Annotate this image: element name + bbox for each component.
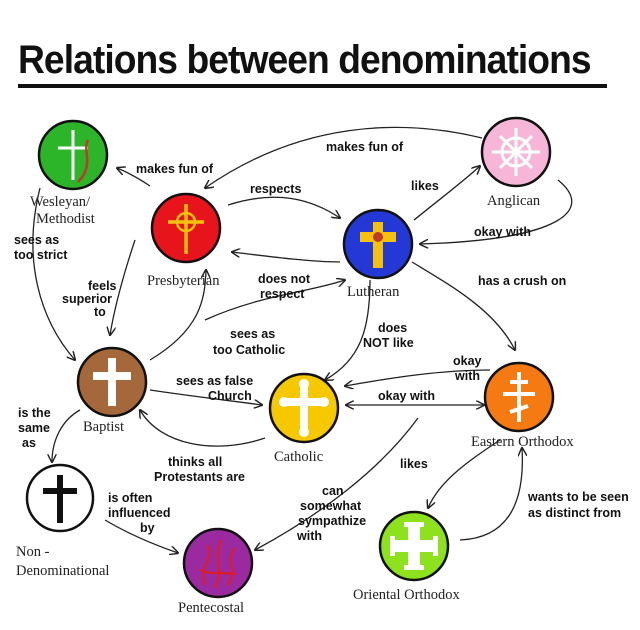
relation-presbyterian-to-lutheran: respects (250, 182, 301, 196)
methodist-label-line-1: Wesleyan/ (30, 194, 91, 210)
relation-baptist-to-non-line-3: as (22, 436, 36, 450)
tongues-of-fire-icon (199, 539, 237, 589)
flame-cross-icon (58, 130, 90, 183)
methodist-label-line-2: Methodist (36, 211, 95, 227)
plain-cross-icon (43, 475, 77, 523)
relation-baptist-to-non-line-2: same (18, 421, 50, 435)
relation-eastern-to-oriental: likes (400, 457, 428, 471)
eastern-orthodox-label: Eastern Orthodox (471, 434, 574, 450)
non-denominational-label-line-2: Denominational (16, 563, 109, 579)
relation-catholic-to-pentecostal-line-2: somewhat (300, 499, 362, 513)
node-names: Wesleyan/ Methodist Presbyterian Luthera… (16, 193, 574, 616)
arrow-baptist-to-lutheran (204, 280, 345, 321)
plain-cross-icon (93, 358, 131, 406)
relation-presbyterian-to-baptist-line-3: to (94, 305, 106, 319)
node-anglican (480, 116, 552, 188)
celtic-cross-icon (168, 204, 204, 254)
relation-catholic-to-baptist-line-1: thinks all (168, 455, 222, 469)
relation-non-to-pentecostal-line-3: by (140, 521, 155, 535)
arrow-lutheran-to-catholic (325, 279, 371, 380)
relation-catholic-to-baptist-line-2: Protestants are (154, 470, 245, 484)
arrow-baptist-to-presbyterian (149, 270, 206, 361)
budded-cross-icon (279, 379, 329, 437)
catholic-label: Catholic (274, 449, 323, 465)
node-non-denominational (25, 463, 95, 533)
relation-methodist-sees-line-1: sees as (14, 233, 59, 247)
node-eastern-orthodox (483, 361, 555, 433)
arrow-presbyterian-to-lutheran (227, 196, 340, 218)
presbyterian-label: Presbyterian (147, 273, 220, 289)
node-methodist (37, 119, 109, 191)
relation-lutheran-to-eastern: has a crush on (478, 274, 566, 288)
relation-catholic-to-pentecostal-line-3: sympathize (298, 514, 366, 528)
relation-lutheran-to-presbyterian-line-1: does not (258, 272, 311, 286)
luther-rose-cross-icon (360, 222, 396, 268)
title-underline (18, 84, 607, 88)
relation-catholic-to-eastern: okay with (378, 389, 435, 403)
arrow-baptist-to-catholic (149, 389, 262, 405)
arrow-anglican-to-lutheran (420, 179, 573, 244)
node-lutheran (342, 208, 414, 280)
arrow-non-to-pentecostal (104, 519, 178, 553)
relation-baptist-to-catholic-line-1: sees as false (176, 374, 253, 388)
arrow-oriental-to-eastern (459, 448, 522, 541)
relation-catholic-to-pentecostal-line-4: with (296, 529, 322, 543)
oriental-orthodox-label: Oriental Orthodox (353, 587, 460, 603)
relation-oriental-to-eastern-line-2: as distinct from (528, 506, 621, 520)
node-catholic (268, 372, 340, 444)
arrow-lutheran-to-anglican (413, 166, 480, 221)
relation-presbyterian-to-baptist-line-2: superior (62, 292, 112, 306)
relation-catholic-to-pentecostal-line-1: can (322, 484, 344, 498)
relation-baptist-to-lutheran-line-2: too Catholic (213, 343, 285, 357)
relation-baptist-to-catholic-line-2: Church (208, 389, 252, 403)
relation-eastern-to-catholic-line-2: with (454, 369, 480, 383)
node-oriental-orthodox (378, 510, 450, 582)
relation-non-to-pentecostal-line-1: is often (108, 491, 152, 505)
node-pentecostal (182, 527, 254, 599)
relation-lutheran-to-catholic-line-1: does (378, 321, 407, 335)
arrow-catholic-to-pentecostal (255, 417, 419, 550)
relation-lutheran-to-presbyterian-line-2: respect (260, 287, 305, 301)
page-title: Relations between denominations (18, 38, 592, 82)
arrow-lutheran-to-eastern (411, 261, 515, 350)
relation-anglican-to-methodist: makes fun of (326, 140, 404, 154)
relation-lutheran-to-catholic-line-2: NOT like (363, 336, 414, 350)
compass-rose-icon (492, 128, 540, 176)
arrow-presbyterian-to-baptist (110, 239, 136, 335)
relation-lutheran-to-anglican: likes (411, 179, 439, 193)
relation-arrows (32, 126, 573, 553)
node-presbyterian (150, 192, 222, 264)
arrow-methodist-to-baptist (32, 187, 75, 360)
orthodox-cross-icon (503, 372, 535, 422)
relation-presbyterian-to-methodist: makes fun of (136, 162, 214, 176)
node-baptist (76, 346, 148, 418)
pentecostal-label: Pentecostal (178, 600, 244, 616)
relation-presbyterian-to-baptist-line-1: feels (88, 279, 117, 293)
relation-labels: makes fun of makes fun of respects likes… (14, 140, 629, 543)
arrow-catholic-to-baptist (140, 410, 266, 447)
non-denominational-label-line-1: Non - (16, 544, 50, 560)
relation-baptist-to-non-line-1: is the (18, 406, 51, 420)
relation-methodist-sees-line-2: too strict (14, 248, 68, 262)
coptic-cross-icon (390, 522, 438, 570)
lutheran-label: Lutheran (347, 284, 400, 300)
arrow-baptist-to-non (52, 409, 81, 462)
relation-baptist-to-lutheran-line-1: sees as (230, 327, 275, 341)
arrow-lutheran-to-presbyterian (232, 252, 341, 263)
arrow-presbyterian-to-methodist (117, 168, 151, 187)
arrow-anglican-to-methodist (205, 126, 483, 188)
anglican-label: Anglican (487, 193, 541, 209)
relation-anglican-to-lutheran: okay with (474, 225, 531, 239)
baptist-label: Baptist (83, 419, 124, 435)
relation-oriental-to-eastern-line-1: wants to be seen (527, 490, 629, 504)
relation-non-to-pentecostal-line-2: influenced (108, 506, 171, 520)
relation-eastern-to-catholic-line-1: okay (453, 354, 482, 368)
arrow-eastern-to-oriental (428, 439, 501, 508)
arrow-eastern-to-catholic (345, 369, 491, 386)
